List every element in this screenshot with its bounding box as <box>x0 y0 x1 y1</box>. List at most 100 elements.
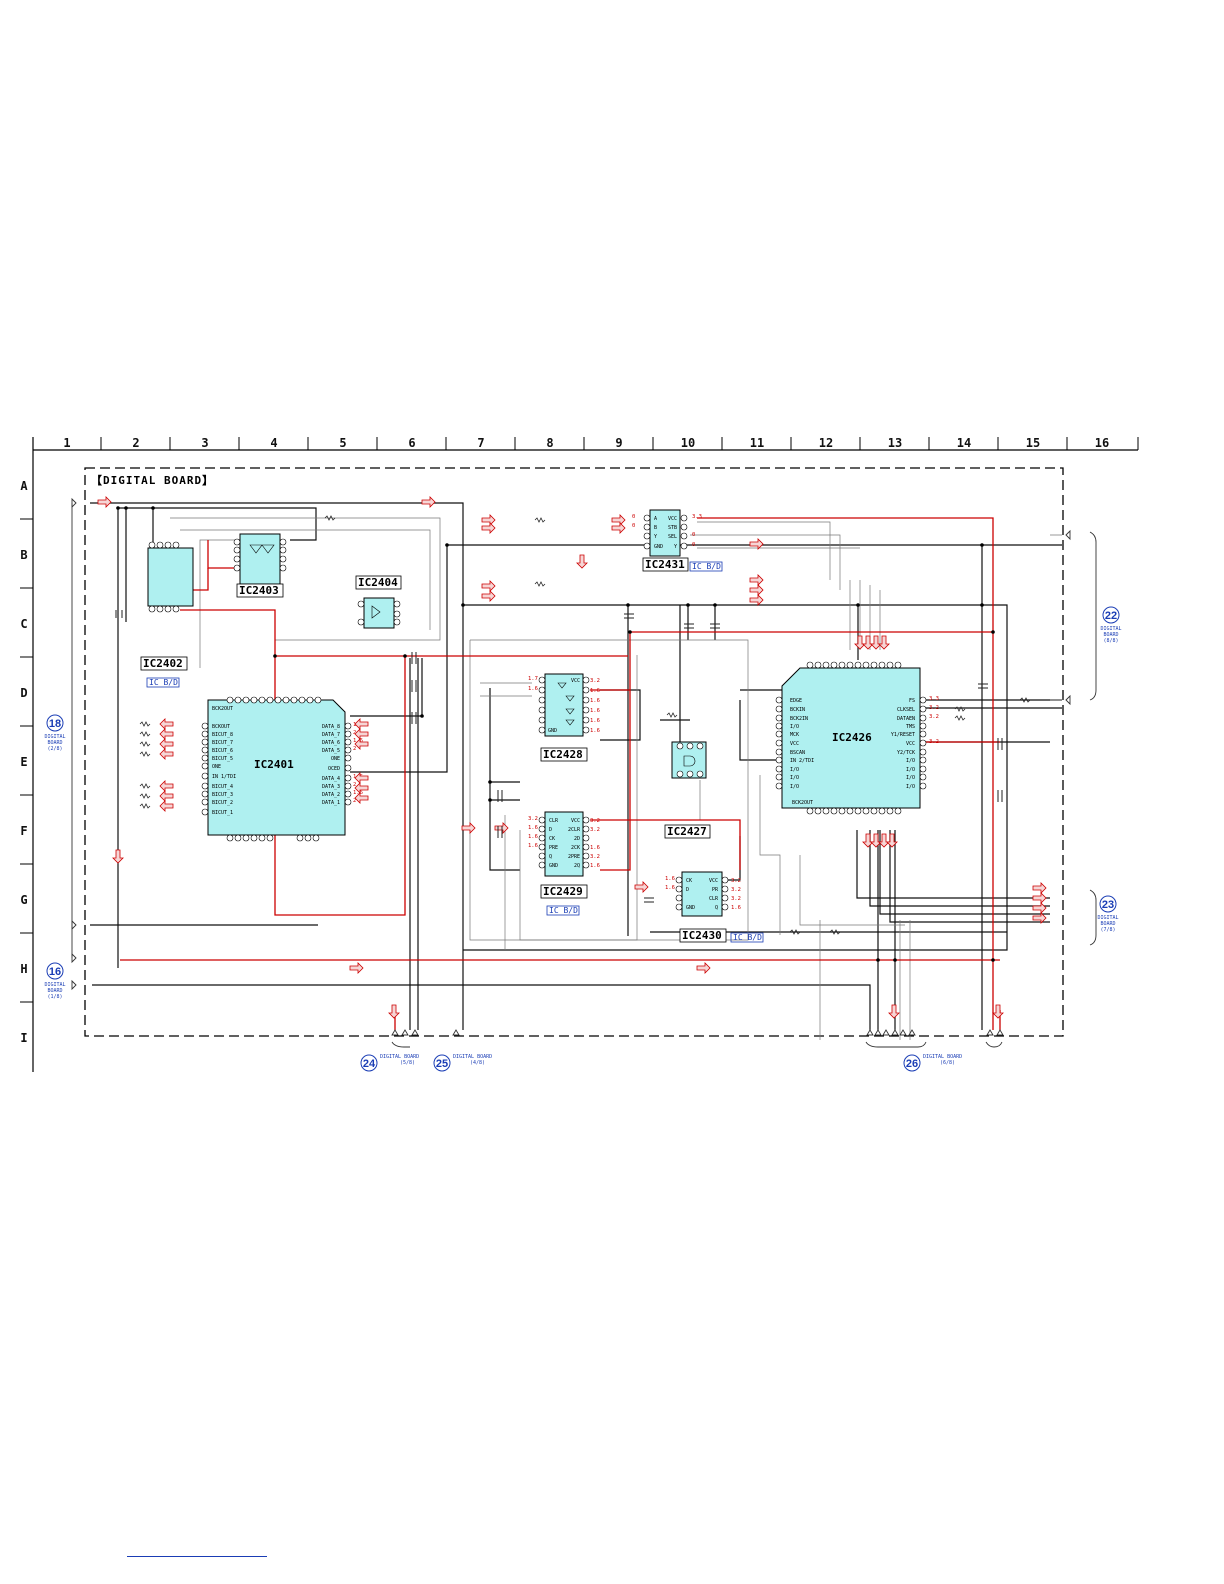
ic2428-pin-vcc: VCC <box>571 678 580 684</box>
ic2426-pin-io5: I/O <box>906 758 915 764</box>
connector-22[interactable]: 22 DIGITAL BOARD (8/8) <box>1100 606 1122 644</box>
ic2401-pin-bicut6: BICUT_6 <box>212 748 233 754</box>
ic2429-pin-pre: PRE <box>549 845 558 851</box>
connector-16-line2: BOARD <box>47 988 62 994</box>
ic2429-pins: CLR D CK PRE Q GND VCC 2CLR 2D 2CK 2PRE … <box>538 816 590 869</box>
ic2429-pin-q: Q <box>549 854 552 860</box>
ic2429-pin-2ck: 2CK <box>571 845 580 851</box>
volt-ic2428-8: 1.6 <box>590 728 600 734</box>
connector-23[interactable]: 23 DIGITAL BOARD (7/8) <box>1097 895 1119 933</box>
ic2430-pin-d: D <box>686 887 689 893</box>
connector-22-line1: DIGITAL <box>1100 626 1121 632</box>
connector-18-line3: (2/8) <box>47 746 62 752</box>
ic2402-label: IC2402 <box>143 657 183 670</box>
wiring-red <box>120 517 1001 1030</box>
ic2426-pin-vcc-l: VCC <box>790 741 799 747</box>
ic2426-pins: EDGE BCKIN BCK2IN I/O MCK VCC BSCAN IN 2… <box>775 661 927 815</box>
ic2401-pin-bck2out: BCK2OUT <box>212 706 233 712</box>
volt-ic2431-2: 0 <box>632 523 635 529</box>
ic2401-pin-bicut5: BICUT_5 <box>212 756 233 762</box>
ic2426-pin-bck2in: BCK2IN <box>790 716 808 722</box>
ic2426-pin-tck: Y2/TCK <box>897 750 915 756</box>
ic2430-label: IC2430 <box>682 929 722 942</box>
ic2402-badge: IC B/D <box>149 678 178 687</box>
grid-col-5: 5 <box>339 436 346 450</box>
ic2431-pin-gnd: GND <box>654 544 663 550</box>
ic2426-pin-reset: Y1/RESET <box>891 732 915 738</box>
ic2427-pins <box>676 742 704 778</box>
ic2429-pin-d: D <box>549 827 552 833</box>
ic2401-pin-data8: DATA_8 <box>322 724 340 730</box>
ic2426-pin-io7: I/O <box>906 775 915 781</box>
ic2429-pin-vcc: VCC <box>571 818 580 824</box>
ic2430-pin-q: Q <box>715 905 718 911</box>
ic2401-pin-data3: DATA_3 <box>322 784 340 790</box>
ic2404-label: IC2404 <box>358 576 398 589</box>
volt-ic2429-3: 1.6 <box>528 834 538 840</box>
volt-ic2426-r1: 3.3 <box>929 696 939 702</box>
connector-18-num: 18 <box>49 718 61 730</box>
ic2428-pins: GND VCC <box>538 676 590 734</box>
ic2428-body[interactable] <box>544 673 584 737</box>
ic2401-pin-bicut3: BICUT_3 <box>212 792 233 798</box>
connector-26[interactable]: 26 DIGITAL BOARD (6/8) <box>903 1054 962 1072</box>
connector-16-line1: DIGITAL <box>44 982 65 988</box>
ic2401-pin-bicut8: BICUT_8 <box>212 732 233 738</box>
volt-ic2426-r2: 3.2 <box>929 705 939 711</box>
connector-25-num: 25 <box>436 1058 448 1070</box>
volt-ic2401-r6: 2 <box>353 782 356 788</box>
volt-ic2430-1: 1.6 <box>665 876 675 882</box>
grid-col-16: 16 <box>1095 436 1109 450</box>
volt-ic2429-9: 1.6 <box>590 863 600 869</box>
grid-col-3: 3 <box>201 436 208 450</box>
ic2401-pin-data7: DATA_7 <box>322 732 340 738</box>
volt-ic2428-6: 1.6 <box>590 708 600 714</box>
ic2401-pin-one-r: ONE <box>331 756 340 762</box>
ic2403-label: IC2403 <box>239 584 279 597</box>
junctions <box>116 506 995 962</box>
connector-22-line3: (8/8) <box>1103 638 1118 644</box>
volt-ic2426-r3: 3.2 <box>929 714 939 720</box>
footer-link-underline[interactable] <box>127 1556 267 1557</box>
ic2426-pin-mck: MCK <box>790 732 799 738</box>
grid-col-11: 11 <box>750 436 764 450</box>
volt-ic2401-r8: 2 <box>353 798 356 804</box>
ic2401-pin-data5: DATA_5 <box>322 748 340 754</box>
connector-16[interactable]: 16 DIGITAL BOARD (1/8) <box>44 962 66 1000</box>
connector-25[interactable]: 25 DIGITAL BOARD (4/8) <box>433 1054 492 1072</box>
ic2401-pin-data6: DATA_6 <box>322 740 340 746</box>
ic2430-body[interactable] <box>681 871 723 917</box>
grid-row-b: B <box>20 548 27 562</box>
ic2401-pin-data2: DATA_2 <box>322 792 340 798</box>
ic2426-pin-fs: FS <box>909 698 915 704</box>
ic2401-pin-oced: OCED <box>328 766 340 772</box>
ic2430-pin-gnd: GND <box>686 905 695 911</box>
grid-col-7: 7 <box>477 436 484 450</box>
ic2429-pin-2clr: 2CLR <box>568 827 581 833</box>
ic2431-body[interactable] <box>649 509 681 557</box>
ic2429-pin-2d: 2D <box>574 836 580 842</box>
grid-row-c: C <box>20 617 27 631</box>
connector-24[interactable]: 24 DIGITAL BOARD (5/8) <box>360 1054 419 1072</box>
ic2430-pin-ck: CK <box>686 878 692 884</box>
volt-ic2431-vcc: 3.3 <box>692 514 702 520</box>
grid-row-i: I <box>20 1031 27 1045</box>
edge-connectors <box>71 497 1097 1048</box>
connector-23-line2: BOARD <box>1100 921 1115 927</box>
ic2430-pin-vcc: VCC <box>709 878 718 884</box>
ic2402-body[interactable] <box>147 547 194 607</box>
ic2401-pin-bicut4: BICUT_4 <box>212 784 233 790</box>
ic2401-pin-one: ONE <box>212 764 221 770</box>
connector-16-num: 16 <box>49 966 61 978</box>
board-title: 【DIGITAL BOARD】 <box>91 474 214 487</box>
connector-24-line1: DIGITAL BOARD <box>380 1054 419 1060</box>
grid-col-4: 4 <box>270 436 277 450</box>
volt-ic2428-4: 1.6 <box>590 688 600 694</box>
ic2401-pin-in1: IN 1/TDI <box>212 774 236 780</box>
volt-ic2429-6: 3.2 <box>590 827 600 833</box>
connector-18[interactable]: 18 DIGITAL BOARD (2/8) <box>44 714 66 752</box>
ic2404-body[interactable] <box>363 597 395 629</box>
ic2431-pin-y: Y <box>654 534 657 540</box>
ic2403-body[interactable] <box>239 533 281 585</box>
ic2429-body[interactable] <box>544 811 584 877</box>
